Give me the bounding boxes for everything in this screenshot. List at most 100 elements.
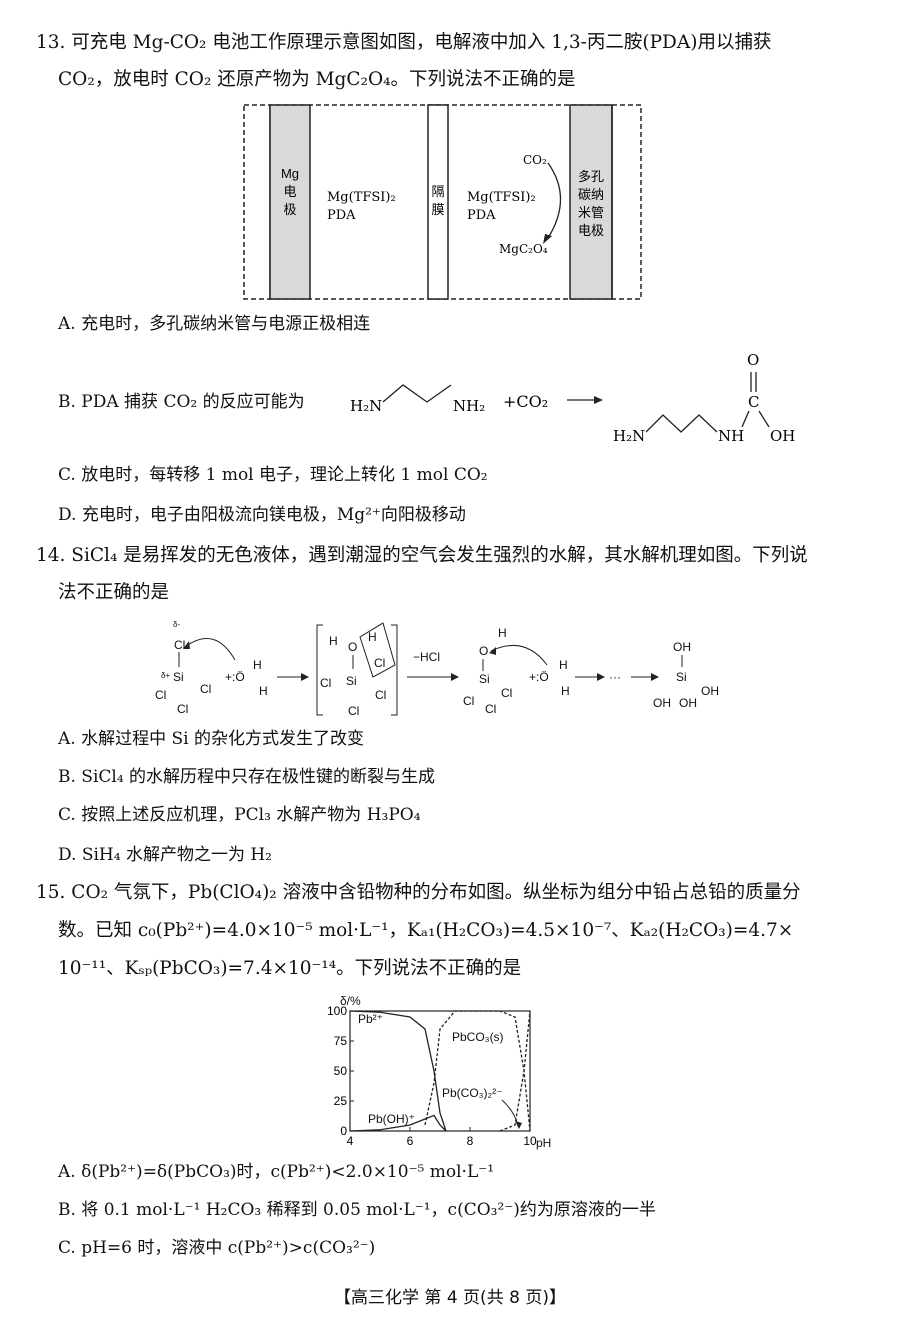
cl-bottom-1: Cl xyxy=(177,702,188,716)
q13-option-b[interactable]: B. PDA 捕获 CO₂ 的反应可能为 xyxy=(58,392,305,412)
delta-minus-label: δ- xyxy=(173,620,180,629)
cnt-label-4: 电极 xyxy=(578,223,604,238)
x-tick-label-0: 4 xyxy=(347,1134,354,1148)
oh-right: OH xyxy=(701,684,719,698)
series-label-pb2plus: Pb²⁺ xyxy=(358,1012,383,1026)
h-4: H xyxy=(368,630,377,644)
q15-option-c[interactable]: C. pH=6 时，溶液中 c(Pb²⁺)>c(CO₃²⁻) xyxy=(58,1238,376,1258)
h2n-label: H₂N xyxy=(350,397,382,415)
series-label-pbco3: PbCO₃(s) xyxy=(452,1030,504,1044)
y-tick-label-0: 100 xyxy=(327,1004,347,1018)
series-line-1 xyxy=(349,1114,447,1132)
lone-pair-o-2: +:Ö xyxy=(529,670,549,684)
series-line-3 xyxy=(499,1010,531,1132)
mg-electrode xyxy=(269,104,311,300)
cnt-label-1: 多孔 xyxy=(578,169,604,184)
h-7: H xyxy=(561,684,570,698)
lead-species-distribution-chart: 4 6 8 10 100 75 50 25 0 Pb²⁺ PbCO₃(s) Pb(CO₃)₂²⁻… xyxy=(327,994,551,1150)
y-axis-label: δ/% xyxy=(340,994,361,1008)
cl-left-2: Cl xyxy=(320,676,331,690)
cl-left-3: Cl xyxy=(463,694,474,708)
x-axis-label: pH xyxy=(536,1136,551,1150)
q15-option-b[interactable]: B. 将 0.1 mol·L⁻¹ H₂CO₃ 稀释到 0.05 mol·L⁻¹，… xyxy=(58,1200,656,1220)
o-2: O xyxy=(479,644,488,658)
h-5: H xyxy=(498,626,507,640)
separator xyxy=(427,104,449,300)
y-tick-label-4: 0 xyxy=(340,1124,347,1138)
q14-option-d[interactable]: D. SiH₄ 水解产物之一为 H₂ xyxy=(58,845,273,865)
page-footer: 【高三化学 第 4 页(共 8 页)】 xyxy=(334,1288,566,1308)
q13-option-d[interactable]: D. 充电时，电子由阳极流向镁电极，Mg²⁺向阳极移动 xyxy=(58,505,466,525)
right-electrolyte-1: Mg(TFSI)₂ xyxy=(467,190,536,205)
cl-right-1: Cl xyxy=(200,682,211,696)
ellipsis-label: ··· xyxy=(609,670,621,684)
series-line-0 xyxy=(349,1010,447,1132)
battery-diagram: Mg 电 极 Mg(TFSI)₂ PDA 隔 膜 Mg(TFSI)₂ PDA C… xyxy=(243,104,642,300)
cnt-label-2: 碳纳 xyxy=(578,187,604,202)
plus-co2-label: +CO₂ xyxy=(503,392,548,411)
q13-stem-line1: 13. 可充电 Mg-CO₂ 电池工作原理示意图如图，电解液中加入 1,3-丙二… xyxy=(36,32,772,53)
si-1: Si xyxy=(173,670,184,684)
y-tick-label-2: 50 xyxy=(334,1064,348,1078)
oh-bottom: OH xyxy=(679,696,697,710)
nh2-label: NH₂ xyxy=(453,397,485,415)
h-2: H xyxy=(259,684,268,698)
cnt-label-3: 米管 xyxy=(578,205,604,220)
separator-label-2: 膜 xyxy=(431,202,444,217)
h-3: H xyxy=(329,634,338,648)
mg-label-2: 电 xyxy=(283,184,296,199)
q14-option-a[interactable]: A. 水解过程中 Si 的杂化方式发生了改变 xyxy=(58,729,364,749)
x-tick-label-1: 6 xyxy=(407,1134,414,1148)
q15-stem-line2: 数。已知 c₀(Pb²⁺)=4.0×10⁻⁵ mol·L⁻¹，Kₐ₁(H₂CO₃… xyxy=(58,920,794,941)
si-4: Si xyxy=(676,670,687,684)
si-3: Si xyxy=(479,672,490,686)
y-tick-label-1: 75 xyxy=(334,1034,348,1048)
q15-stem-line3: 10⁻¹¹、Kₛₚ(PbCO₃)=7.4×10⁻¹⁴。下列说法不正确的是 xyxy=(58,958,522,979)
cl-bottom-3: Cl xyxy=(485,702,496,716)
separator-label-1: 隔 xyxy=(431,184,444,199)
cl-right-3: Cl xyxy=(501,686,512,700)
q14-stem-line2: 法不正确的是 xyxy=(58,582,170,603)
product-label: MgC₂O₄ xyxy=(499,242,548,256)
o-1: O xyxy=(348,640,357,654)
q14-option-c[interactable]: C. 按照上述反应机理，PCl₃ 水解产物为 H₃PO₄ xyxy=(58,805,421,825)
delta-plus-label: δ+ xyxy=(161,671,170,680)
cl-right-2: Cl xyxy=(375,688,386,702)
series-line-2 xyxy=(424,1010,531,1132)
left-electrolyte-1: Mg(TFSI)₂ xyxy=(327,190,396,205)
series-label-pbco3-2: Pb(CO₃)₂²⁻ xyxy=(442,1086,503,1100)
product-h2n-label: H₂N xyxy=(613,427,645,445)
y-tick-label-3: 25 xyxy=(334,1094,348,1108)
right-electrolyte-2: PDA xyxy=(467,208,496,223)
co2-label: CO₂ xyxy=(523,153,547,167)
oh-top: OH xyxy=(673,640,691,654)
h-1: H xyxy=(253,658,262,672)
x-tick-label-2: 8 xyxy=(467,1134,474,1148)
minus-hcl-label: −HCl xyxy=(413,650,440,664)
carbon-label: C xyxy=(748,393,759,411)
left-electrolyte-2: PDA xyxy=(327,208,356,223)
si-2: Si xyxy=(346,674,357,688)
nh-label: NH xyxy=(718,427,744,445)
mg-label-3: 极 xyxy=(283,202,296,217)
cl-left-1: Cl xyxy=(155,688,166,702)
h-6: H xyxy=(559,658,568,672)
q15-stem-line1: 15. CO₂ 气氛下，Pb(ClO₄)₂ 溶液中含铅物种的分布如图。纵坐标为组… xyxy=(36,882,801,903)
pda-capture-equation: H₂N NH₂ +CO₂ H₂N NH C O OH xyxy=(350,351,795,445)
oh-label: OH xyxy=(770,427,795,445)
oxygen-label: O xyxy=(747,351,759,369)
hydrolysis-mechanism: δ- Cl δ+ Si Cl Cl Cl +:Ö H H H O H Cl Cl… xyxy=(155,620,719,718)
series-label-pboh: Pb(OH)⁺ xyxy=(368,1112,415,1126)
cl-top-1: Cl xyxy=(174,638,185,652)
cnt-electrode xyxy=(569,104,613,300)
x-tick-label-3: 10 xyxy=(523,1134,537,1148)
oh-left: OH xyxy=(653,696,671,710)
mg-label-1: Mg xyxy=(281,166,299,181)
q13-option-c[interactable]: C. 放电时，每转移 1 mol 电子，理论上转化 1 mol CO₂ xyxy=(58,465,488,485)
q14-option-b[interactable]: B. SiCl₄ 的水解历程中只存在极性键的断裂与生成 xyxy=(58,767,436,787)
q15-option-a[interactable]: A. δ(Pb²⁺)=δ(PbCO₃)时，c(Pb²⁺)<2.0×10⁻⁵ mo… xyxy=(58,1162,495,1182)
lone-pair-o-1: +:Ö xyxy=(225,670,245,684)
cl-bottom-2: Cl xyxy=(348,704,359,718)
q13-stem-line2: CO₂，放电时 CO₂ 还原产物为 MgC₂O₄。下列说法不正确的是 xyxy=(58,69,576,90)
q13-option-a[interactable]: A. 充电时，多孔碳纳米管与电源正极相连 xyxy=(58,314,371,334)
